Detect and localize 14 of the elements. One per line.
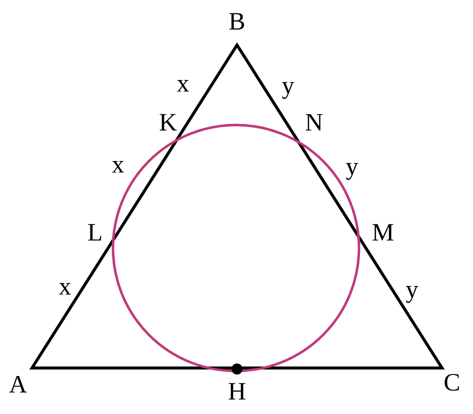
segment-label: y [346, 154, 358, 180]
point-label: M [372, 220, 394, 246]
segment-label: x [176, 72, 190, 96]
segment-label: x [58, 274, 72, 300]
point-label: L [87, 220, 103, 246]
segment-label: x [112, 152, 124, 178]
point-label: N [304, 110, 324, 136]
point-label: A [8, 372, 28, 398]
segment-label: y [282, 74, 294, 98]
point-label: B [228, 10, 246, 34]
segment-label: y [406, 278, 418, 302]
point-label: C [444, 370, 460, 396]
point-label: H [228, 380, 246, 404]
point-label: K [158, 110, 178, 136]
